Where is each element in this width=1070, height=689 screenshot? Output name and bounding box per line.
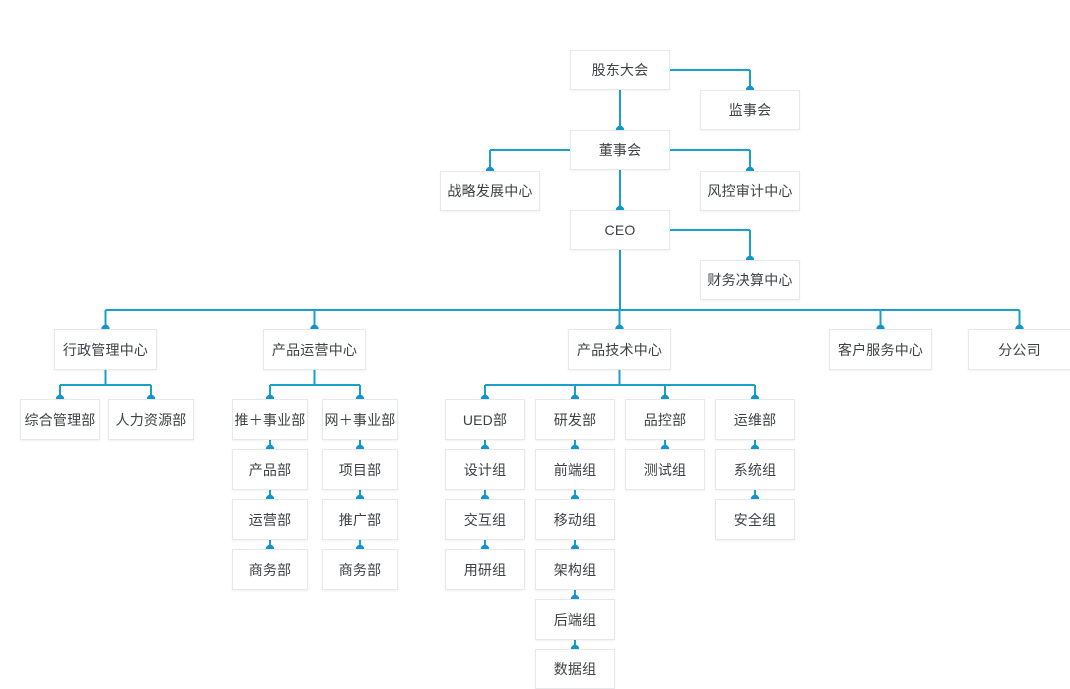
org-node-label: 安全组 — [733, 511, 777, 528]
org-node-label: 战略发展中心 — [447, 183, 533, 199]
org-node-label: 风控审计中心 — [707, 183, 793, 199]
org-node-label: 系统组 — [733, 461, 777, 478]
org-node-label: 运营部 — [248, 511, 292, 528]
org-node-label: 设计组 — [463, 461, 507, 478]
org-node[interactable]: 产品运营中心 — [263, 329, 366, 370]
org-node-label: 用研组 — [463, 561, 507, 578]
org-node[interactable]: 行政管理中心 — [54, 329, 157, 370]
org-node[interactable]: 监事会 — [700, 90, 800, 130]
org-node[interactable]: 产品部 — [232, 449, 308, 490]
org-node[interactable]: 推广部 — [322, 499, 398, 540]
org-node-label: 股东大会 — [591, 62, 649, 78]
org-node-label: 商务部 — [338, 561, 382, 578]
org-node-label: 数据组 — [553, 661, 597, 677]
org-node[interactable]: 战略发展中心 — [440, 171, 540, 211]
org-node[interactable]: 架构组 — [535, 549, 615, 590]
org-node-label: 推广部 — [338, 511, 382, 528]
org-node[interactable]: 产品技术中心 — [568, 329, 671, 370]
org-node[interactable]: 交互组 — [445, 499, 525, 540]
org-node[interactable]: 客户服务中心 — [829, 329, 932, 370]
org-node[interactable]: 后端组 — [535, 599, 615, 640]
org-node[interactable]: 品控部 — [625, 399, 705, 440]
org-node[interactable]: 风控审计中心 — [700, 171, 800, 211]
org-node[interactable]: 商务部 — [232, 549, 308, 590]
org-node[interactable]: 商务部 — [322, 549, 398, 590]
org-node[interactable]: 设计组 — [445, 449, 525, 490]
org-node[interactable]: 推＋事业部 — [232, 399, 308, 440]
org-node[interactable]: 分公司 — [968, 329, 1070, 370]
org-node[interactable]: CEO — [570, 210, 670, 250]
org-node-label: 交互组 — [463, 511, 507, 528]
org-node[interactable]: 移动组 — [535, 499, 615, 540]
org-node-label: 客户服务中心 — [837, 341, 924, 358]
org-node[interactable]: 前端组 — [535, 449, 615, 490]
org-node[interactable]: 财务决算中心 — [700, 260, 800, 300]
org-node[interactable]: UED部 — [445, 399, 525, 440]
org-node[interactable]: 安全组 — [715, 499, 795, 540]
org-node-label: 品控部 — [643, 411, 687, 428]
org-node-label: 行政管理中心 — [62, 341, 149, 358]
org-node-label: 监事会 — [728, 102, 772, 118]
org-node-label: 架构组 — [553, 561, 597, 578]
org-node-label: 网＋事业部 — [324, 411, 396, 428]
org-node-label: 推＋事业部 — [234, 411, 306, 428]
org-node[interactable]: 网＋事业部 — [322, 399, 398, 440]
org-node-label: CEO — [604, 222, 636, 238]
org-node[interactable]: 运营部 — [232, 499, 308, 540]
org-node-label: 测试组 — [643, 461, 687, 478]
org-node-label: 人力资源部 — [115, 411, 187, 428]
org-node[interactable]: 董事会 — [570, 130, 670, 170]
org-node-label: 研发部 — [553, 411, 597, 428]
org-node-label: 前端组 — [553, 461, 597, 478]
org-node[interactable]: 测试组 — [625, 449, 705, 490]
org-node[interactable]: 数据组 — [535, 649, 615, 689]
org-node[interactable]: 股东大会 — [570, 50, 670, 90]
org-node-label: 商务部 — [248, 561, 292, 578]
org-node[interactable]: 项目部 — [322, 449, 398, 490]
org-node[interactable]: 综合管理部 — [20, 399, 100, 440]
org-node-label: 产品部 — [248, 461, 292, 478]
org-node[interactable]: 研发部 — [535, 399, 615, 440]
org-node-label: 综合管理部 — [24, 411, 96, 428]
org-node-label: 产品运营中心 — [271, 341, 358, 358]
org-node-label: 财务决算中心 — [707, 272, 793, 288]
org-node[interactable]: 运维部 — [715, 399, 795, 440]
org-node-label: 移动组 — [553, 511, 597, 528]
org-node[interactable]: 系统组 — [715, 449, 795, 490]
org-node-label: 项目部 — [338, 461, 382, 478]
org-node-label: UED部 — [462, 411, 508, 428]
org-node-label: 分公司 — [998, 341, 1041, 358]
org-node-label: 董事会 — [598, 142, 642, 158]
org-node[interactable]: 人力资源部 — [108, 399, 194, 440]
org-node-label: 运维部 — [733, 411, 777, 428]
org-node-label: 后端组 — [553, 611, 597, 628]
org-node[interactable]: 用研组 — [445, 549, 525, 590]
org-node-label: 产品技术中心 — [576, 341, 663, 358]
